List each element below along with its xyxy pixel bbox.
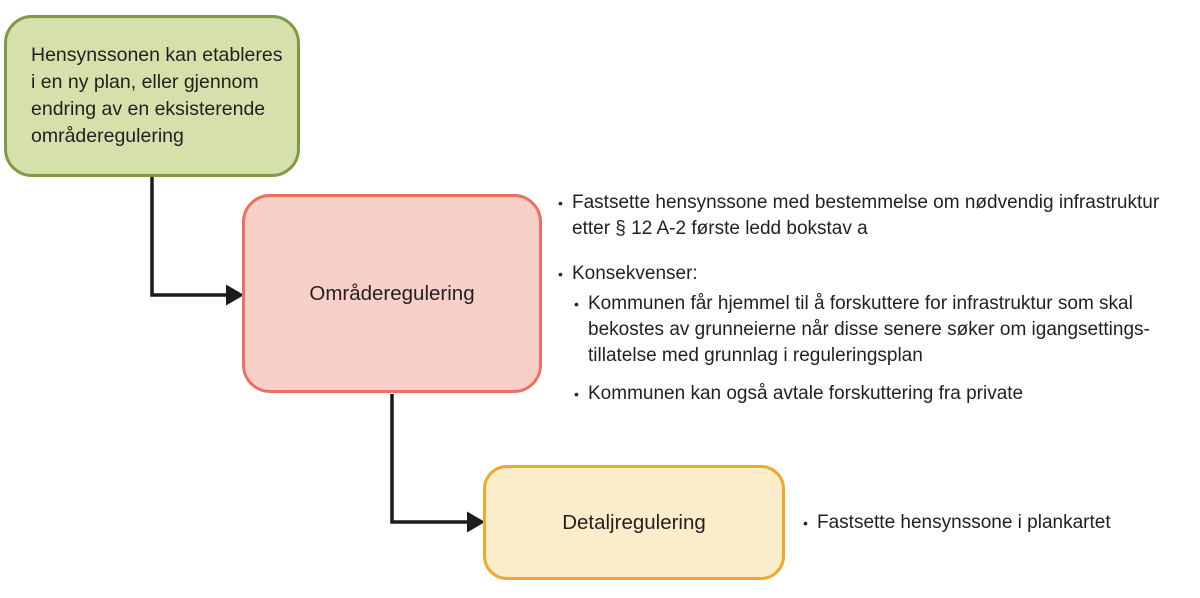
sub-bullet-item-avtale: • Kommunen kan også avtale forskuttering… xyxy=(574,381,1198,407)
bullet-icon: • xyxy=(558,266,563,282)
annotation-omraaderegulering: • Fastsette hensynssone med bestemmelse … xyxy=(558,190,1198,407)
bullet-icon: • xyxy=(803,515,808,531)
node-omraaderegulering-label: Områderegulering xyxy=(309,281,475,305)
sub-bullet-item-hjemmel: • Kommunen får hjemmel til å forskuttere… xyxy=(574,293,1150,366)
bullet-icon: • xyxy=(574,386,579,402)
bullet-item-konsekvenser: • Konsekvenser: xyxy=(558,261,1198,287)
bullet-icon: • xyxy=(558,195,563,211)
bullet-item-fastsette: • Fastsette hensynssone med bestemmelse … xyxy=(558,192,1160,239)
annotation-detaljregulering: • Fastsette hensynssone i plankartet xyxy=(803,510,1193,536)
node-hensynssone: Hensynssonen kan etableres i en ny plan,… xyxy=(4,15,300,177)
node-hensynssone-text: Hensynssonen kan etableres i en ny plan,… xyxy=(31,44,283,147)
konsekvenser-sublist: • Kommunen får hjemmel til å forskuttere… xyxy=(558,291,1198,407)
bullet-icon: • xyxy=(574,296,579,312)
node-detaljregulering: Detaljregulering xyxy=(483,465,785,580)
node-detaljregulering-label: Detaljregulering xyxy=(562,510,706,534)
node-omraaderegulering: Områderegulering xyxy=(242,194,542,393)
bullet-item-plankartet: • Fastsette hensynssone i plankartet xyxy=(803,510,1193,536)
arrow-pink-to-yellow xyxy=(390,394,485,533)
arrow-green-to-pink xyxy=(150,177,244,306)
